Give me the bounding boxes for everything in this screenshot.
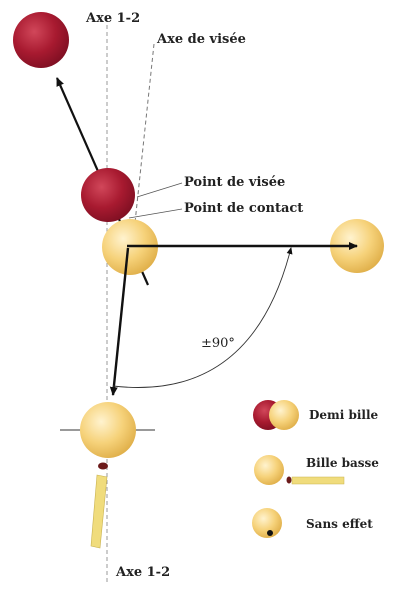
legend-no-effect-label: Sans effet bbox=[306, 517, 373, 531]
legend-low-ball: Bille basse bbox=[254, 455, 379, 485]
aim-ball bbox=[81, 168, 135, 222]
axis-top-label: Axe 1-2 bbox=[85, 11, 140, 26]
legend-no-effect-dot bbox=[267, 530, 273, 536]
axis-bottom-label: Axe 1-2 bbox=[115, 565, 170, 580]
aim-point-label: Point de visée bbox=[184, 175, 285, 190]
cue-ball-path-arrow bbox=[109, 247, 130, 396]
legend-low-ball-cue-icon bbox=[291, 476, 345, 485]
aim-point-leader bbox=[136, 182, 183, 198]
angle-label: ±90° bbox=[201, 336, 235, 351]
legend: Demi bille Bille basse Sans effet bbox=[252, 400, 379, 538]
legend-low-ball-tip-icon bbox=[286, 476, 292, 484]
legend-low-ball-label: Bille basse bbox=[306, 456, 379, 470]
legend-half-ball: Demi bille bbox=[253, 400, 379, 430]
object-ball-final bbox=[13, 12, 69, 68]
legend-half-ball-label: Demi bille bbox=[309, 408, 379, 422]
cue-stick bbox=[90, 474, 108, 549]
contact-point-label: Point de contact bbox=[184, 201, 303, 216]
cue-tip bbox=[98, 462, 108, 470]
legend-low-ball-icon bbox=[254, 455, 284, 485]
legend-no-effect-icon bbox=[252, 508, 282, 538]
contact-point-leader bbox=[128, 208, 183, 219]
angle-arc bbox=[112, 247, 293, 388]
legend-half-ball-cream-icon bbox=[269, 400, 299, 430]
sight-axis-label: Axe de visée bbox=[156, 32, 246, 47]
sight-axis-line bbox=[133, 43, 155, 233]
legend-no-effect: Sans effet bbox=[252, 508, 373, 538]
cue-ball bbox=[80, 402, 136, 458]
